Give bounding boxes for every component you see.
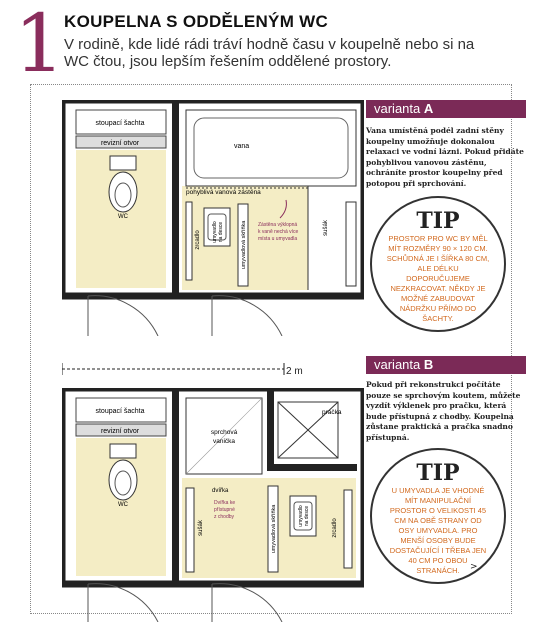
variant-b-band: varianta B [366, 356, 526, 374]
label-revizni-b: revizní otvor [101, 428, 140, 435]
shower-tray-icon [185, 397, 263, 475]
label-stoupaci-b: stoupací šachta [95, 408, 144, 415]
label-sprcha-2: vanička [213, 438, 235, 445]
note-b-1: Dvířka ke [214, 500, 235, 506]
variant-a-text: Vana umístěná podél zadní stěny koupelny… [366, 126, 524, 188]
variant-a-band: varianta A [366, 100, 526, 118]
label-umyvadlo-b1: umyvadlo [298, 505, 304, 527]
floor-plan-variant-b: stoupací šachta revizní otvor WC sprchov… [62, 388, 364, 622]
label-stoupaci: stoupací šachta [95, 120, 144, 127]
toilet-icon [108, 443, 138, 501]
floor-plan-variant-a: stoupací šachta revizní otvor WC vana po… [62, 100, 364, 336]
label-wc-b: WC [118, 502, 129, 508]
tip-b-circle: TIP U UMYVADLA JE VHODNÉ MÍT MANIPULAČNÍ… [370, 448, 506, 584]
note-a-1: Zástěna výklopná [258, 222, 297, 228]
label-umyvadlo-a2: na desce [218, 222, 224, 243]
label-susak: sušák [323, 219, 329, 236]
washing-machine-icon [277, 401, 339, 459]
label-skrinka: umyvadlová skříňka [241, 220, 247, 270]
label-sprcha-1: sprchová [211, 429, 238, 436]
chapter-number: 1 [14, 0, 65, 90]
label-zastena: pohyblivá vanová zástěna [186, 189, 261, 196]
dotted-frame [30, 84, 512, 614]
label-wc: WC [118, 214, 129, 220]
intro-text: V rodině, kde lidé rádi tráví hodně času… [64, 36, 475, 70]
label-pracka: pračka [322, 409, 342, 416]
scale-bar [62, 363, 285, 375]
note-a-3: místa u umyvadla [258, 236, 297, 242]
label-dvirka: dvířka [212, 488, 229, 494]
note-a-2: k vaně nechá více [258, 229, 299, 235]
label-zrcadlo: zrcadlo [195, 230, 201, 250]
label-zrcadlo-b: zrcadlo [332, 518, 338, 538]
sink-icon [203, 207, 231, 247]
tip-b-text: U UMYVADLA JE VHODNÉ MÍT MANIPULAČNÍ PRO… [389, 486, 487, 575]
label-umyvadlo-b2: na desce [304, 506, 310, 527]
note-b-3: z chodby [214, 514, 235, 520]
toilet-icon [108, 155, 138, 213]
label-revizni: revizní otvor [101, 140, 140, 147]
label-umyvadlo-a1: umyvadlo [212, 221, 218, 243]
tip-a-title: TIP [416, 208, 460, 234]
page-title: KOUPELNA S ODDĚLENÝM WC [64, 12, 329, 31]
label-vana: vana [234, 143, 249, 150]
variant-b-text: Pokud při rekonstrukci počítáte pouze se… [366, 380, 521, 442]
bathtub-icon [185, 109, 357, 187]
sink-icon [289, 495, 317, 537]
label-skrinka-b: umyvadlová skříňka [271, 504, 277, 554]
scale-label: 2 m [286, 366, 303, 377]
tip-b-arrow: > [470, 562, 478, 572]
tip-a-text: PROSTOR PRO WC BY MĚL MÍT ROZMĚRY 90 × 1… [386, 234, 490, 323]
label-susak-b: sušák [198, 519, 204, 536]
tip-a-circle: TIP PROSTOR PRO WC BY MĚL MÍT ROZMĚRY 90… [370, 196, 506, 332]
tip-b-title: TIP [416, 460, 460, 486]
note-b-2: přístupné [214, 507, 235, 513]
